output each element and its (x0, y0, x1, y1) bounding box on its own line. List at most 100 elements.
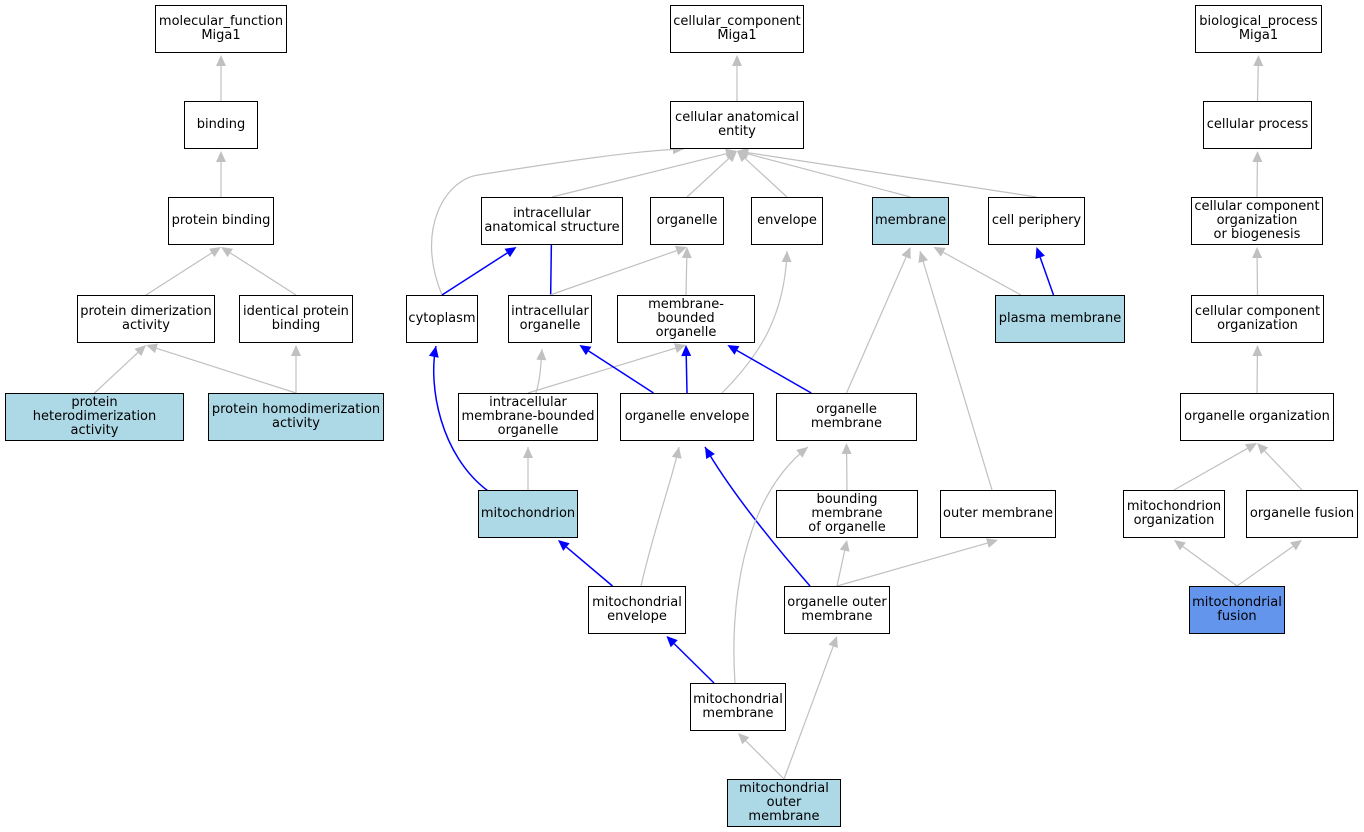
edge-arrowhead (536, 349, 547, 361)
edge-arrowhead (221, 247, 233, 258)
edge-arrowhead (1290, 540, 1302, 551)
edge-arrowhead (523, 447, 533, 458)
go-term-node[interactable]: organelle organization (1180, 393, 1334, 441)
go-term-node[interactable]: binding (184, 101, 258, 149)
edge-arrowhead (216, 55, 226, 66)
edge-arrowhead (681, 247, 692, 259)
edge-line (1182, 546, 1238, 587)
go-term-node[interactable]: cellular component organization or bioge… (1191, 197, 1323, 245)
go-term-node[interactable]: protein homodimerization activity (208, 393, 384, 441)
edge-arrowhead (558, 540, 570, 551)
edge-line (551, 153, 727, 198)
edge-line (94, 352, 139, 394)
edge-arrowhead (839, 540, 850, 552)
edge-arrowhead (796, 447, 808, 458)
go-term-node[interactable]: organelle (650, 197, 724, 245)
edge-line (733, 446, 809, 684)
go-term-node[interactable]: mitochondrion (478, 490, 578, 538)
edge-line (229, 252, 297, 296)
edge-line (673, 643, 715, 684)
edge-line (1264, 450, 1303, 491)
edge-line (565, 546, 613, 587)
edge-line (736, 349, 812, 394)
go-term-node[interactable]: protein heterodimerization activity (5, 393, 184, 441)
go-term-node[interactable]: membrane (872, 197, 949, 245)
edge-arrowhead (504, 247, 517, 258)
edge-arrowhead (828, 636, 838, 649)
edge-arrowhead (674, 245, 687, 256)
edge-arrowhead (1252, 345, 1263, 357)
go-term-node[interactable]: organelle envelope (620, 393, 754, 441)
edge-arrowhead (901, 247, 911, 260)
edge-line (588, 350, 654, 394)
edge-line (640, 446, 680, 587)
edge-arrowhead (1244, 443, 1257, 453)
go-term-node[interactable]: cytoplasm (406, 295, 478, 343)
go-term-node[interactable]: intracellular anatomical structure (481, 197, 623, 245)
edge-arrowhead (671, 447, 682, 459)
edge-arrowhead (705, 447, 715, 460)
go-term-node[interactable]: mitochondrion organization (1123, 490, 1225, 538)
edge-arrowhead (918, 251, 928, 263)
edge-line (845, 256, 907, 394)
go-term-node[interactable]: mitochondrial membrane (690, 683, 786, 731)
edge-line (145, 252, 213, 296)
edge-line (1256, 65, 1259, 102)
edge-line (747, 153, 911, 198)
edge-line (1236, 545, 1294, 587)
go-term-node[interactable]: organelle fusion (1246, 490, 1358, 538)
go-term-node[interactable]: cellular_component Miga1 (670, 5, 804, 53)
go-term-node[interactable]: organelle outer membrane (784, 586, 890, 634)
edge-line (836, 542, 988, 587)
edge-arrowhead (428, 346, 439, 358)
go-term-node[interactable]: cellular process (1203, 101, 1312, 149)
edge-arrowhead (666, 636, 678, 648)
go-term-node[interactable]: biological_process Miga1 (1195, 5, 1322, 53)
edge-line (836, 550, 846, 587)
edge-arrowhead (841, 443, 852, 455)
go-term-node[interactable]: cellular component organization (1191, 295, 1324, 343)
edge-line (685, 257, 688, 296)
go-term-node[interactable]: protein binding (168, 197, 274, 245)
edge-arrowhead (1252, 151, 1263, 163)
go-term-node[interactable]: mitochondrial envelope (588, 586, 686, 634)
edge-arrowhead (134, 345, 146, 357)
edge-line (744, 158, 788, 198)
edge-arrowhead (146, 343, 159, 354)
edge-line (1173, 447, 1248, 491)
edge-line (747, 152, 1037, 198)
go-term-node[interactable]: identical protein binding (239, 295, 353, 343)
go-term-node[interactable]: molecular_function Miga1 (155, 5, 287, 53)
edge-line (433, 345, 489, 492)
go-term-node[interactable]: intracellular membrane-bounded organelle (458, 393, 598, 441)
edge-line (721, 250, 788, 394)
go-term-node[interactable]: bounding membrane of organelle (776, 490, 918, 538)
edge-arrowhead (681, 345, 692, 357)
edge-line (783, 646, 834, 780)
go-term-node[interactable]: plasma membrane (995, 295, 1125, 343)
edge-arrowhead (738, 733, 750, 745)
go-term-node[interactable]: protein dimerization activity (77, 295, 215, 343)
go-term-node[interactable]: cell periphery (988, 197, 1085, 245)
edge-arrowhead (1257, 443, 1269, 455)
go-term-node[interactable]: cellular anatomical entity (670, 101, 804, 149)
edge-arrowhead (209, 247, 221, 258)
go-term-node[interactable]: mitochondrial fusion (1189, 586, 1285, 634)
edge-line (919, 250, 993, 491)
go-term-node[interactable]: mitochondrial outer membrane (727, 779, 841, 827)
edge-line (156, 347, 297, 394)
go-term-node[interactable]: intracellular organelle (508, 295, 592, 343)
edge-arrowhead (781, 251, 792, 263)
go-term-node[interactable]: outer membrane (940, 490, 1056, 538)
edge-arrowhead (1035, 247, 1045, 260)
edge-line (431, 148, 685, 296)
edge-arrowhead (737, 151, 749, 163)
edge-arrowhead (1252, 247, 1263, 259)
go-term-node[interactable]: envelope (751, 197, 823, 245)
go-term-node[interactable]: membrane-bounded organelle (617, 295, 755, 343)
go-term-node[interactable]: organelle membrane (776, 393, 917, 441)
edge-arrowhead (725, 151, 737, 163)
edge-arrowhead (674, 343, 686, 353)
edge-line (441, 252, 508, 296)
